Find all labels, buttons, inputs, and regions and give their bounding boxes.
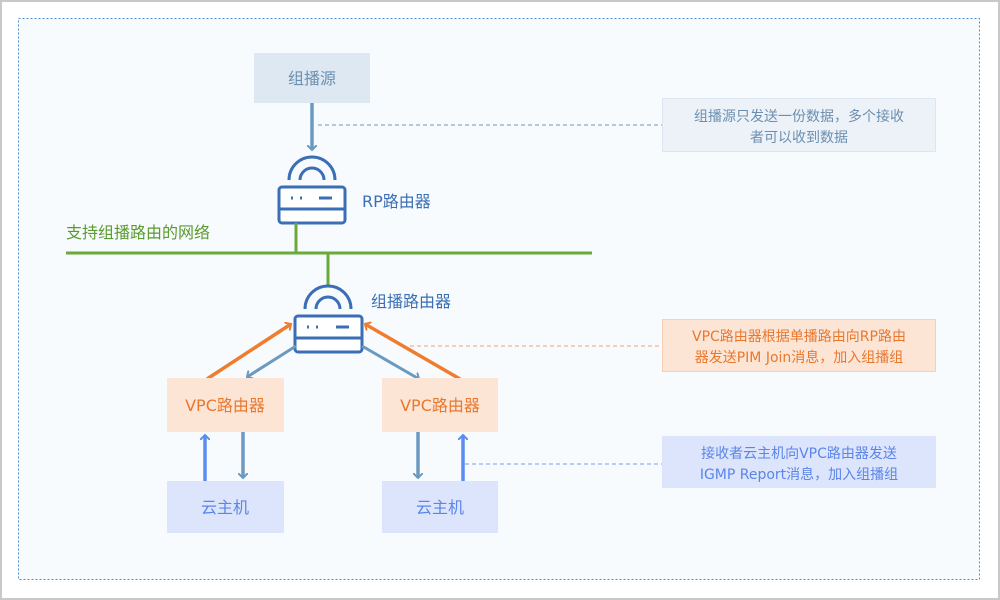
- note1-line1: 组播源只发送一份数据，多个接收: [694, 108, 904, 125]
- rp-router-label: RP路由器: [362, 192, 431, 211]
- data-arrow-right: [361, 344, 419, 379]
- note2-line2: 器发送PIM Join消息，加入组播组: [695, 349, 904, 366]
- pim-join-arrow-left: [206, 324, 291, 381]
- note3-box: [662, 436, 936, 488]
- rp-router-icon: [277, 155, 347, 225]
- multicast-source-label: 组播源: [288, 69, 336, 88]
- cloud-host-left-box: [167, 481, 284, 533]
- note3-line1: 接收者云主机向VPC路由器发送: [701, 445, 897, 462]
- note1-box: [662, 98, 936, 152]
- cloud-host-right-box: [382, 481, 498, 533]
- note1-line2: 者可以收到数据: [750, 130, 848, 146]
- pim-join-arrow-right: [365, 324, 461, 381]
- cloud-host-left-label: 云主机: [201, 498, 249, 517]
- note3-line2: IGMP Report消息，加入组播组: [700, 466, 898, 483]
- vpc-router-right-box: [382, 378, 498, 432]
- vpc-router-right-label: VPC路由器: [400, 396, 480, 415]
- vpc-router-left-box: [167, 378, 284, 432]
- vpc-router-left-label: VPC路由器: [185, 396, 265, 415]
- network-label: 支持组播路由的网络: [66, 223, 210, 242]
- data-arrow-left: [247, 344, 297, 377]
- cloud-host-right-label: 云主机: [416, 498, 464, 517]
- note2-box: [662, 319, 936, 372]
- note2-line1: VPC路由器根据单播路由向RP路由: [692, 329, 906, 345]
- multicast-router-label: 组播路由器: [371, 292, 451, 311]
- multicast-source-box: [254, 53, 370, 103]
- multicast-router-icon: [293, 284, 364, 354]
